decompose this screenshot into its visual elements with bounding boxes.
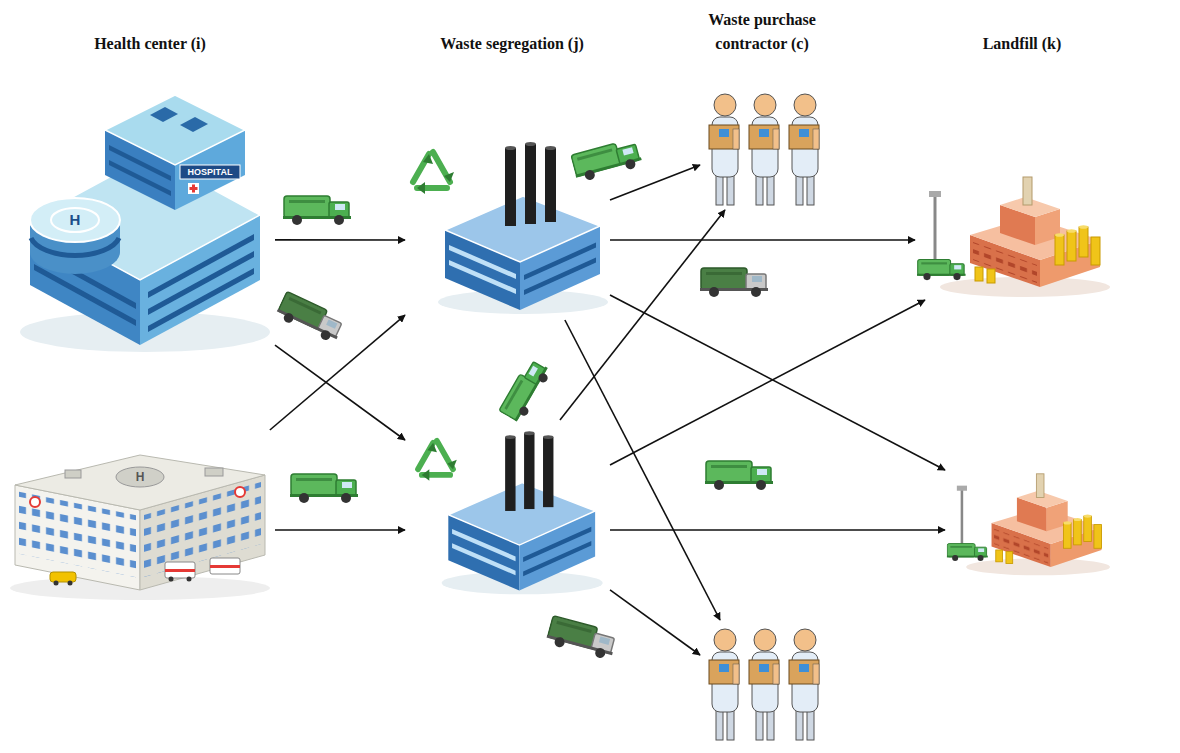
flow-arrow — [560, 210, 725, 420]
column-header: Health center (i) — [40, 32, 260, 56]
hospital-illustration — [20, 95, 270, 352]
garbage-truck — [705, 461, 773, 490]
garbage-truck — [498, 357, 552, 424]
column-header: Waste purchase contractor (c) — [687, 8, 837, 56]
hospital-building: H — [5, 430, 275, 600]
hospital-building: H HOSPITAL — [10, 70, 275, 355]
flow-arrow — [275, 345, 405, 440]
garbage-truck — [274, 291, 346, 344]
landfill-illustration — [917, 177, 1110, 297]
contractor-figures — [700, 85, 830, 210]
connector-group — [270, 165, 945, 655]
flow-arrow — [610, 590, 700, 655]
landfill-site — [945, 460, 1110, 590]
flow-arrow — [610, 295, 945, 470]
flow-arrow — [610, 529, 945, 531]
building-sign: HOSPITAL — [180, 165, 240, 179]
garbage-truck — [570, 138, 643, 184]
flow-arrow — [275, 239, 405, 241]
helipad-mark: H — [130, 468, 150, 486]
garbage-truck — [545, 615, 618, 661]
garbage-truck — [290, 474, 358, 503]
flow-arrow — [610, 300, 925, 465]
flow-arrow — [610, 165, 700, 200]
flow-arrow — [610, 239, 915, 241]
contractor-illustration — [709, 629, 819, 740]
landfill-illustration — [947, 474, 1110, 576]
helipad-mark: H — [65, 210, 85, 230]
column-header: Landfill (k) — [937, 32, 1107, 56]
segregation-plant-illustration — [418, 431, 603, 594]
landfill-site — [915, 175, 1110, 300]
flow-arrow — [270, 315, 405, 430]
segregation-plant — [405, 420, 610, 600]
flow-arrow — [275, 529, 405, 531]
garbage-truck — [700, 268, 768, 297]
contractor-figures — [700, 620, 830, 745]
flow-arrow — [565, 320, 720, 620]
column-header: Waste segregation (j) — [387, 32, 637, 56]
segregation-plant — [405, 130, 610, 320]
garbage-truck — [283, 196, 351, 225]
hospital-illustration — [10, 455, 270, 600]
contractor-illustration — [709, 94, 819, 205]
